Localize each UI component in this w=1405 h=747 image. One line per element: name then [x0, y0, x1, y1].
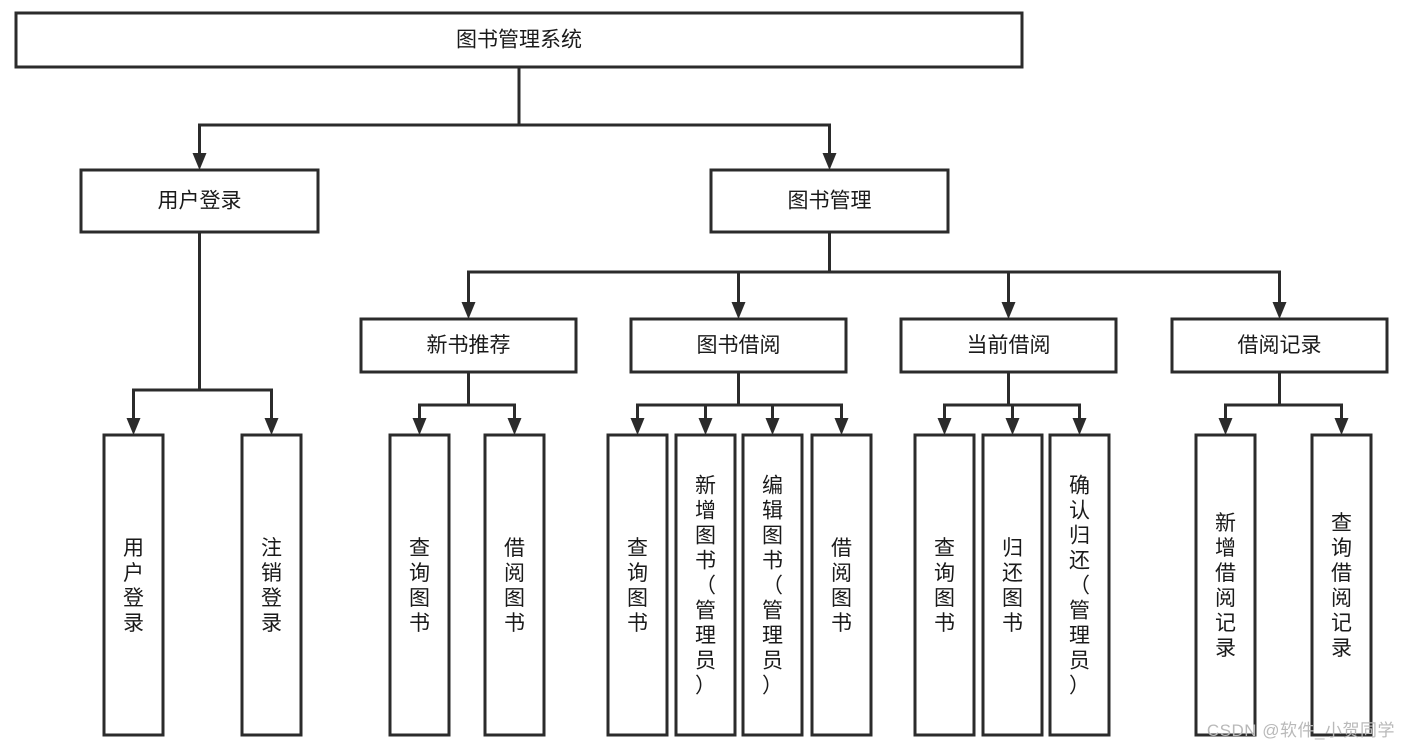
nodes-layer: 图书管理系统用户登录图书管理新书推荐图书借阅当前借阅借阅记录用户登录注销登录查询…: [14, 11, 1389, 737]
root-box[interactable]: [14, 11, 1024, 69]
leaf-box[interactable]: [741, 433, 804, 737]
leaf-node[interactable]: 注销登录: [240, 433, 303, 737]
edge-arrowhead-icon: [822, 153, 837, 170]
leaf-node[interactable]: 查询借阅记录: [1310, 433, 1373, 737]
leaf-node[interactable]: 用户登录: [102, 433, 165, 737]
level3-label: 图书借阅: [697, 334, 781, 357]
level3-box[interactable]: [899, 317, 1118, 374]
leaf-box[interactable]: [1048, 433, 1111, 737]
edge-arrowhead-icon: [461, 302, 476, 319]
leaf-node[interactable]: 编辑图书（管理员）: [741, 433, 804, 737]
leaf-label: 新增图书（管理员）: [695, 475, 716, 698]
edge-arrowhead-icon: [1001, 302, 1016, 319]
leaf-node[interactable]: 新增图书（管理员）: [674, 433, 737, 737]
leaf-node[interactable]: 查询图书: [606, 433, 669, 737]
leaf-label: 借阅图书: [504, 537, 525, 635]
leaf-box[interactable]: [1194, 433, 1257, 737]
edge-arrowhead-icon: [698, 418, 713, 435]
edge-arrowhead-icon: [126, 418, 141, 435]
edge-arrowhead-icon: [264, 418, 279, 435]
edge-arrowhead-icon: [507, 418, 522, 435]
level3-box[interactable]: [1170, 317, 1389, 374]
leaf-box[interactable]: [102, 433, 165, 737]
leaf-label: 新增借阅记录: [1215, 512, 1236, 660]
connectors-layer: [126, 65, 1349, 435]
level3-box[interactable]: [629, 317, 848, 374]
leaf-node[interactable]: 归还图书: [981, 433, 1044, 737]
leaf-box[interactable]: [483, 433, 546, 737]
leaf-node[interactable]: 查询图书: [913, 433, 976, 737]
leaf-label: 归还图书: [1002, 537, 1023, 635]
leaf-box[interactable]: [388, 433, 451, 737]
leaf-label: 查询图书: [627, 537, 648, 635]
leaf-label: 查询借阅记录: [1331, 512, 1352, 660]
level3-box[interactable]: [359, 317, 578, 374]
root-node[interactable]: 图书管理系统: [14, 11, 1024, 69]
level3-label: 借阅记录: [1238, 334, 1322, 357]
leaf-label: 借阅图书: [831, 537, 852, 635]
leaf-box[interactable]: [606, 433, 669, 737]
edge-arrowhead-icon: [937, 418, 952, 435]
leaf-box[interactable]: [674, 433, 737, 737]
leaf-label: 查询图书: [934, 537, 955, 635]
leaf-node[interactable]: 新增借阅记录: [1194, 433, 1257, 737]
level3-node[interactable]: 当前借阅: [899, 317, 1118, 374]
edge-arrowhead-icon: [1218, 418, 1233, 435]
level2-label: 用户登录: [158, 190, 242, 213]
leaf-label: 确认归还（管理员）: [1069, 475, 1090, 698]
edge-arrowhead-icon: [1072, 418, 1087, 435]
leaf-node[interactable]: 借阅图书: [810, 433, 873, 737]
leaf-node[interactable]: 确认归还（管理员）: [1048, 433, 1111, 737]
level2-box[interactable]: [79, 168, 320, 234]
leaf-label: 查询图书: [409, 537, 430, 635]
level2-node[interactable]: 图书管理: [709, 168, 950, 234]
leaf-box[interactable]: [240, 433, 303, 737]
leaf-label: 编辑图书（管理员）: [762, 475, 783, 698]
leaf-label: 用户登录: [123, 537, 144, 635]
level3-node[interactable]: 图书借阅: [629, 317, 848, 374]
edge-arrowhead-icon: [834, 418, 849, 435]
edge-arrowhead-icon: [1005, 418, 1020, 435]
level2-label: 图书管理: [788, 190, 872, 213]
level3-node[interactable]: 新书推荐: [359, 317, 578, 374]
level3-label: 当前借阅: [967, 334, 1051, 357]
leaf-box[interactable]: [913, 433, 976, 737]
edge-arrowhead-icon: [192, 153, 207, 170]
level3-label: 新书推荐: [427, 334, 511, 357]
root-label: 图书管理系统: [456, 29, 582, 52]
leaf-label: 注销登录: [261, 537, 282, 635]
edge-arrowhead-icon: [765, 418, 780, 435]
leaf-box[interactable]: [1310, 433, 1373, 737]
edge-arrowhead-icon: [412, 418, 427, 435]
leaf-box[interactable]: [981, 433, 1044, 737]
level2-node[interactable]: 用户登录: [79, 168, 320, 234]
edge-arrowhead-icon: [1272, 302, 1287, 319]
level3-node[interactable]: 借阅记录: [1170, 317, 1389, 374]
edge-arrowhead-icon: [731, 302, 746, 319]
leaf-box[interactable]: [810, 433, 873, 737]
leaf-node[interactable]: 查询图书: [388, 433, 451, 737]
edge-arrowhead-icon: [630, 418, 645, 435]
level2-box[interactable]: [709, 168, 950, 234]
edge-arrowhead-icon: [1334, 418, 1349, 435]
leaf-node[interactable]: 借阅图书: [483, 433, 546, 737]
